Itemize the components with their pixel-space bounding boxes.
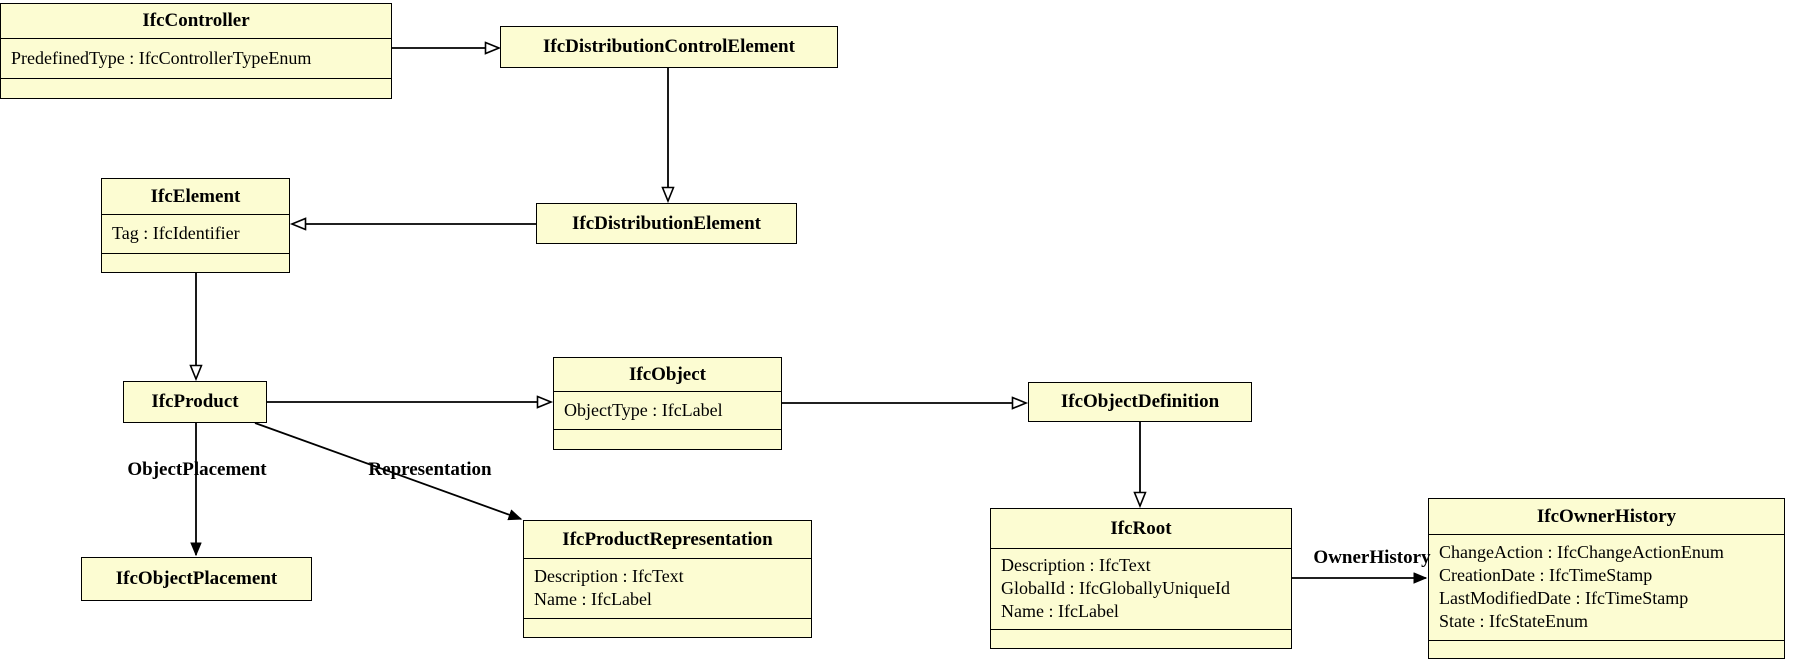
class-ifcdistributioncontrolelement: IfcDistributionControlElement: [500, 26, 838, 68]
class-attribute: State : IfcStateEnum: [1439, 611, 1588, 631]
edge-label-representation: Representation: [368, 459, 492, 480]
class-title: IfcElement: [150, 185, 241, 207]
class-attribute: CreationDate : IfcTimeStamp: [1439, 565, 1653, 585]
class-attribute: Name : IfcLabel: [1001, 601, 1119, 621]
class-ifccontroller: IfcController PredefinedType : IfcContro…: [0, 3, 392, 99]
class-attribute: Description : IfcText: [534, 566, 684, 586]
class-attribute: ObjectType : IfcLabel: [564, 400, 723, 420]
class-title: IfcController: [142, 10, 250, 31]
edge-label-objectplacement: ObjectPlacement: [127, 459, 267, 480]
class-attribute: Tag : IfcIdentifier: [112, 223, 240, 243]
class-title: IfcRoot: [1110, 517, 1172, 539]
empty-compartment: [1429, 640, 1784, 658]
class-title: IfcOwnerHistory: [1536, 505, 1677, 527]
class-title: IfcDistributionControlElement: [543, 36, 795, 57]
empty-compartment: [102, 253, 289, 272]
class-attribute: ChangeAction : IfcChangeActionEnum: [1439, 542, 1724, 562]
class-ifcelement: IfcElement Tag : IfcIdentifier: [101, 178, 290, 273]
empty-compartment: [524, 618, 811, 637]
class-ifcproduct: IfcProduct: [123, 381, 267, 423]
class-title: IfcProduct: [151, 391, 239, 412]
class-ifcproductrepresentation: IfcProductRepresentation Description : I…: [523, 520, 812, 638]
class-attribute: Name : IfcLabel: [534, 589, 652, 609]
empty-compartment: [1, 78, 391, 98]
empty-compartment: [991, 629, 1291, 648]
class-ifcobject: IfcObject ObjectType : IfcLabel: [553, 357, 782, 450]
edge-label-ownerhistory: OwnerHistory: [1313, 547, 1431, 568]
class-title: IfcDistributionElement: [572, 212, 761, 234]
empty-compartment: [554, 429, 781, 449]
class-ifcobjectdefinition: IfcObjectDefinition: [1028, 382, 1252, 422]
class-attribute: PredefinedType : IfcControllerTypeEnum: [11, 48, 312, 68]
class-attribute: Description : IfcText: [1001, 555, 1151, 575]
class-title: IfcObject: [628, 363, 707, 385]
class-ifcownerhistory: IfcOwnerHistory ChangeAction : IfcChange…: [1428, 498, 1785, 659]
class-ifcroot: IfcRoot Description : IfcText GlobalId :…: [990, 508, 1292, 649]
class-title: IfcProductRepresentation: [562, 528, 773, 550]
class-ifcdistributionelement: IfcDistributionElement: [536, 203, 797, 244]
class-ifcobjectplacement: IfcObjectPlacement: [81, 557, 312, 601]
class-title: IfcObjectPlacement: [115, 568, 278, 589]
class-attribute: LastModifiedDate : IfcTimeStamp: [1439, 588, 1689, 608]
class-attribute: GlobalId : IfcGloballyUniqueId: [1001, 578, 1230, 598]
class-title: IfcObjectDefinition: [1060, 391, 1220, 412]
